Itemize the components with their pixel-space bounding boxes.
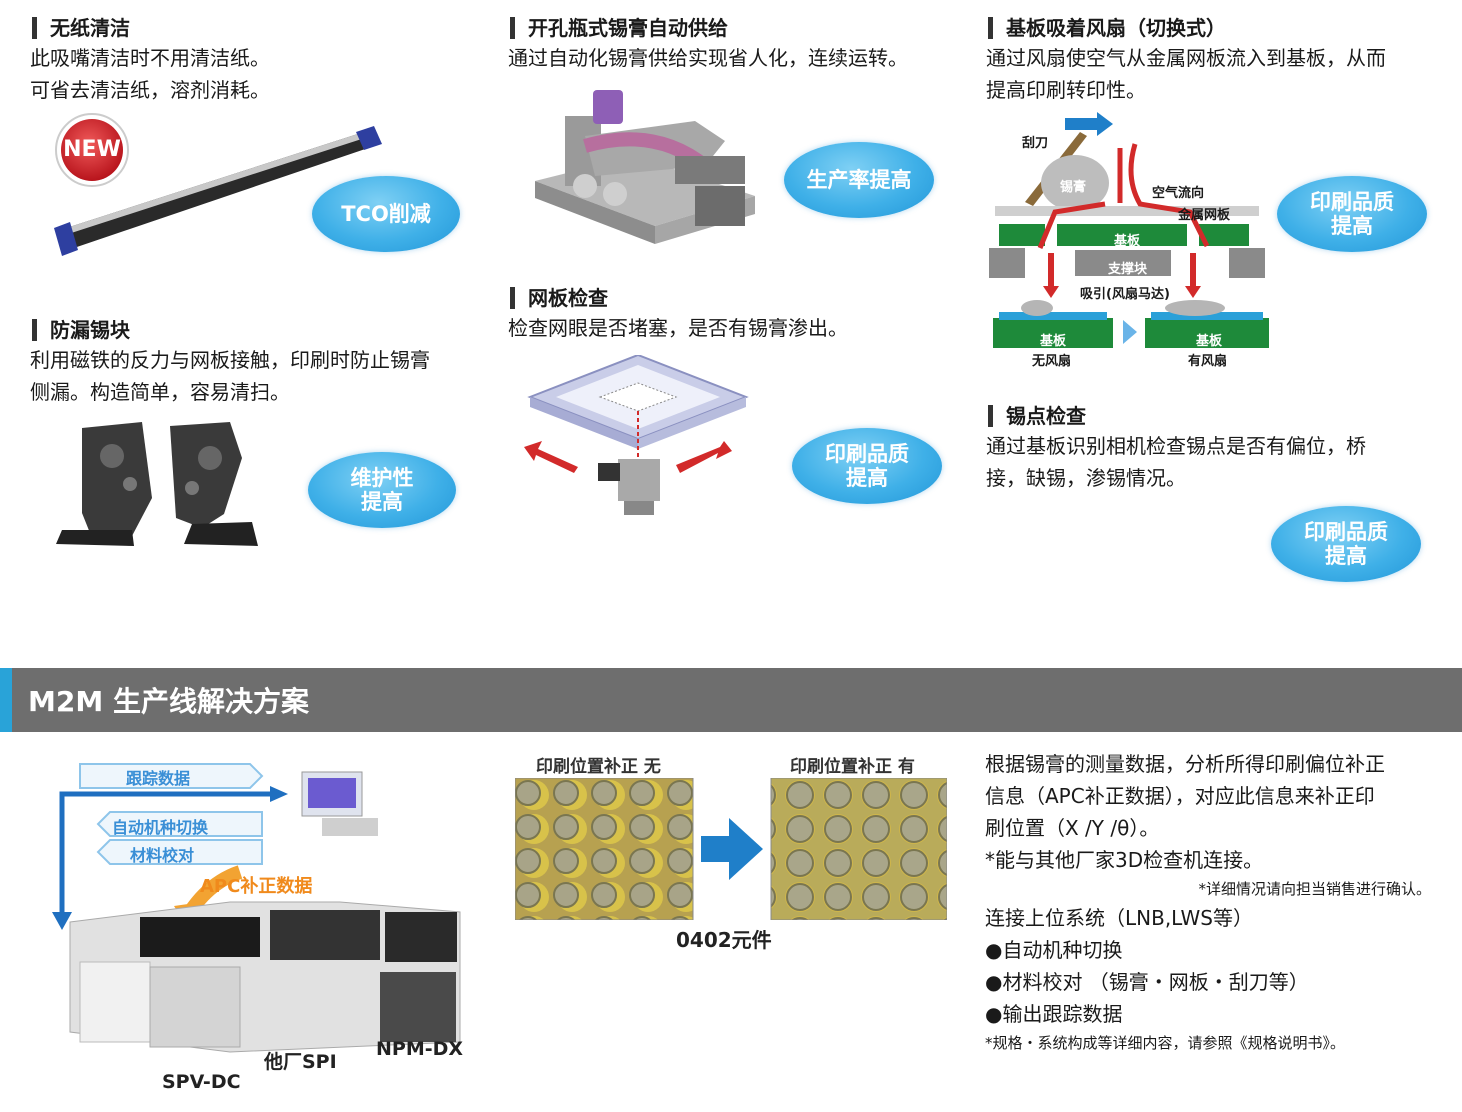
feature-description: 通过自动化锡膏供给实现省人化，连续运转。 [508,42,908,74]
feature-leak-blocker: 防漏锡块 利用磁铁的反力与网板接触，印刷时防止锡膏 侧漏。构造简单，容易清扫。 [30,316,430,408]
diagram-label-squeegee: 刮刀 [1022,136,1049,151]
benefit-badge-maintenance: 维护性 提高 [308,452,456,528]
benefit-badge-tco: TCO削减 [312,176,460,252]
feature-title: 无纸清洁 [30,14,270,42]
machine-label-npm-dx: NPM-DX [376,1038,464,1060]
photo-caption: 0402元件 [676,928,772,952]
benefit-badge-print-quality-solder: 印刷品质 提高 [1271,506,1421,582]
badge-label: 维护性 [350,466,414,490]
stencil-check-illustration [524,355,749,515]
feature-solder-check: 锡点检查 通过基板识别相机检查锡点是否有偏位，桥 接，缺锡，渗锡情况。 [986,402,1366,494]
feature-title: 开孔瓶式锡膏自动供给 [508,14,908,42]
badge-label: 印刷品质 [825,442,909,466]
diagram-label-suction: 吸引(风扇马达) [1080,287,1170,302]
benefit-badge-print-quality-fan: 印刷品质 提高 [1277,176,1427,252]
new-badge: NEW [63,137,121,162]
m2m-bullet: ●输出跟踪数据 [985,1002,1123,1026]
m2m-description: 根据锡膏的测量数据，分析所得印刷偏位补正 信息（APC补正数据），对应此信息来补… [985,748,1445,1056]
diagram-label-with-fan: 有风扇 [1188,354,1228,369]
arrow-right-icon [701,818,763,880]
m2m-paragraph-line: 信息（APC补正数据），对应此信息来补正印 [985,784,1375,808]
m2m-line-diagram [52,763,461,1053]
feature-line: 提高印刷转印性。 [986,78,1146,102]
photo-label-with-correction: 印刷位置补正 有 [790,757,915,777]
feature-description: 通过基板识别相机检查锡点是否有偏位，桥 接，缺锡，渗锡情况。 [986,430,1366,494]
section-title: M2M 生产线解决方案 [28,685,309,718]
badge-label: 提高 [1331,214,1373,238]
badge-label: 印刷品质 [1310,190,1394,214]
feature-title: 基板吸着风扇（切换式） [986,14,1386,42]
solder-supply-illustration [535,90,755,244]
feature-title: 网板检查 [508,284,848,312]
diagram-label-support: 支撑块 [1108,262,1148,277]
feature-paperless: 无纸清洁 此吸嘴清洁时不用清洁纸。 可省去清洁纸，溶剂消耗。 [30,14,270,106]
diagram-label-board-right: 基板 [1196,334,1223,349]
feature-description: 利用磁铁的反力与网板接触，印刷时防止锡膏 侧漏。构造简单，容易清扫。 [30,344,430,408]
m2m-host-system: 连接上位系统（LNB,LWS等） [985,906,1253,930]
section-banner: M2M 生产线解决方案 [0,668,1462,732]
feature-line: 侧漏。构造简单，容易清扫。 [30,380,290,404]
feature-stencil-check: 网板检查 检查网眼是否堵塞，是否有锡膏渗出。 [508,284,848,344]
banner-accent [0,668,12,732]
badge-label: 提高 [1325,544,1367,568]
leak-blocker-illustration [56,422,258,546]
feature-line: 检查网眼是否堵塞，是否有锡膏渗出。 [508,316,848,340]
badge-label: 提高 [361,490,403,514]
photo-label-without-correction: 印刷位置补正 无 [536,757,661,777]
benefit-badge-productivity: 生产率提高 [784,142,934,218]
feature-board-fan: 基板吸着风扇（切换式） 通过风扇使空气从金属网板流入到基板，从而 提高印刷转印性… [986,14,1386,106]
badge-label: 提高 [846,466,888,490]
diagram-label-no-fan: 无风扇 [1032,354,1072,369]
feature-description: 通过风扇使空气从金属网板流入到基板，从而 提高印刷转印性。 [986,42,1386,106]
feature-title: 防漏锡块 [30,316,430,344]
m2m-bullet: ●自动机种切换 [985,938,1123,962]
diagram-label-trace-data: 跟踪数据 [126,769,191,788]
m2m-footnote: *规格・系统构成等详细内容，请参照《规格说明书》。 [985,1034,1346,1052]
badge-label: 印刷品质 [1304,520,1388,544]
diagram-label-auto-switch: 自动机种切换 [112,818,209,837]
diagram-label-board: 基板 [1114,234,1141,249]
badge-label: TCO削减 [341,202,431,226]
nozzle-cleaner-illustration [54,113,382,256]
m2m-paragraph-line: 刷位置（X /Y /θ）。 [985,816,1160,840]
feature-description: 检查网眼是否堵塞，是否有锡膏渗出。 [508,312,848,344]
feature-line: 此吸嘴清洁时不用清洁纸。 [30,46,270,70]
m2m-bullet: ●材料校对 （锡膏・网板・刮刀等） [985,970,1309,994]
benefit-badge-print-quality-stencil: 印刷品质 提高 [792,428,942,504]
feature-title: 锡点检查 [986,402,1366,430]
machine-label-other-spi: 他厂SPI [264,1051,337,1073]
fan-diagram [989,112,1269,348]
diagram-label-apc: APC补正数据 [200,876,313,897]
diagram-label-paste: 锡膏 [1060,180,1087,195]
feature-line: 可省去清洁纸，溶剂消耗。 [30,78,270,102]
feature-bottle-supply: 开孔瓶式锡膏自动供给 通过自动化锡膏供给实现省人化，连续运转。 [508,14,908,74]
diagram-label-board-left: 基板 [1040,334,1067,349]
m2m-paragraph-line: 根据锡膏的测量数据，分析所得印刷偏位补正 [985,752,1385,776]
diagram-label-stencil: 金属网板 [1178,208,1231,223]
feature-line: 利用磁铁的反力与网板接触，印刷时防止锡膏 [30,348,430,372]
badge-label: 生产率提高 [806,168,912,192]
feature-description: 此吸嘴清洁时不用清洁纸。 可省去清洁纸，溶剂消耗。 [30,42,270,106]
diagram-label-airflow: 空气流向 [1152,186,1205,201]
diagram-label-material-check: 材料校对 [130,846,195,865]
feature-line: 接，缺锡，渗锡情况。 [986,466,1186,490]
feature-line: 通过自动化锡膏供给实现省人化，连续运转。 [508,46,908,70]
correction-photos [515,778,947,920]
m2m-sales-note: *详细情况请向担当销售进行确认。 [1198,880,1431,898]
machine-label-spv-dc: SPV-DC [162,1071,241,1093]
feature-line: 通过基板识别相机检查锡点是否有偏位，桥 [986,434,1366,458]
m2m-compat-note: *能与其他厂家3D检查机连接。 [985,848,1264,872]
feature-line: 通过风扇使空气从金属网板流入到基板，从而 [986,46,1386,70]
